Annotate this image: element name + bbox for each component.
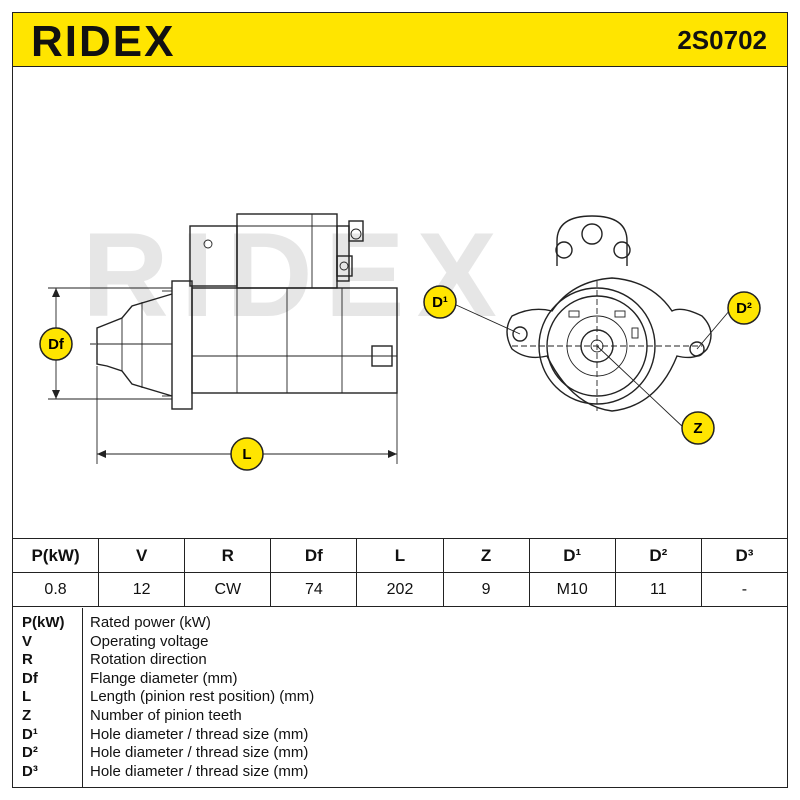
spec-value: 11	[614, 572, 702, 607]
legend-row: R Rotation direction	[12, 651, 788, 670]
df-dimension: Df	[39, 287, 172, 400]
spec-header: Z	[442, 538, 530, 573]
legend: P(kW) Rated power (kW) V Operating volta…	[12, 608, 788, 788]
z-callout: Z	[596, 345, 715, 445]
spec-header-row: P(kW) V R Df L Z D¹ D² D³	[11, 538, 789, 573]
legend-code: D¹	[22, 725, 38, 743]
front-view	[506, 215, 712, 412]
d1-badge	[423, 285, 457, 319]
legend-row: P(kW) Rated power (kW)	[12, 614, 788, 633]
legend-code: L	[22, 688, 32, 706]
legend-desc: Rated power (kW)	[90, 614, 211, 631]
d1-callout: D¹	[423, 285, 521, 335]
z-badge	[681, 411, 715, 445]
legend-row: V Operating voltage	[12, 633, 788, 652]
d2-badge	[727, 291, 761, 325]
legend-desc: Length (pinion rest position) (mm)	[90, 688, 315, 706]
legend-code: P(kW)	[22, 614, 65, 631]
legend-desc: Hole diameter / thread size (mm)	[90, 725, 309, 743]
spec-header: L	[356, 538, 444, 573]
legend-row: D² Hole diameter / thread size (mm)	[12, 744, 788, 763]
d1-label: D¹	[432, 294, 448, 311]
legend-desc: Hole diameter / thread size (mm)	[90, 744, 309, 762]
legend-code: D²	[22, 744, 38, 762]
spec-header: R	[184, 538, 272, 573]
legend-desc: Hole diameter / thread size (mm)	[90, 762, 309, 780]
spec-table: P(kW) V R Df L Z D¹ D² D³ 0.8 12 CW 74 2…	[11, 538, 789, 607]
l-dimension: L	[96, 366, 398, 471]
spec-value: 74	[270, 572, 358, 607]
legend-desc: Operating voltage	[90, 632, 209, 650]
legend-code: D³	[22, 762, 38, 780]
spec-header: P(kW)	[11, 538, 100, 573]
brand-logo: RIDEX	[31, 17, 176, 66]
spec-header: D²	[614, 538, 702, 573]
df-badge	[39, 327, 73, 361]
spec-header: Df	[270, 538, 358, 573]
spec-value: 0.8	[11, 572, 100, 607]
legend-divider	[82, 608, 83, 788]
legend-desc: Flange diameter (mm)	[90, 669, 238, 687]
legend-row: Z Number of pinion teeth	[12, 707, 788, 726]
side-view	[90, 213, 398, 410]
d2-callout: D²	[696, 291, 761, 350]
legend-code: Z	[22, 707, 32, 724]
legend-row: D¹ Hole diameter / thread size (mm)	[12, 726, 788, 745]
legend-row: L Length (pinion rest position) (mm)	[12, 688, 788, 707]
spec-value-row: 0.8 12 CW 74 202 9 M10 11 -	[11, 572, 789, 607]
technical-drawing: RIDEX	[39, 208, 761, 471]
header-bar: RIDEX 2S0702	[12, 12, 788, 67]
spec-value: M10	[528, 572, 616, 607]
d2-label: D²	[736, 300, 752, 317]
spec-value: CW	[184, 572, 272, 607]
l-label: L	[242, 446, 251, 463]
legend-code: Df	[22, 669, 38, 687]
spec-header: D¹	[528, 538, 616, 573]
spec-header: D³	[700, 538, 789, 573]
legend-desc: Number of pinion teeth	[90, 707, 242, 724]
legend-code: R	[22, 651, 33, 669]
legend-row: D³ Hole diameter / thread size (mm)	[12, 763, 788, 782]
legend-row: Df Flange diameter (mm)	[12, 670, 788, 689]
part-number: 2S0702	[677, 25, 767, 55]
legend-desc: Rotation direction	[90, 651, 207, 669]
legend-code: V	[22, 632, 33, 650]
df-label: Df	[48, 336, 65, 353]
watermark: RIDEX	[82, 208, 509, 342]
spec-header: V	[98, 538, 186, 573]
spec-value: 12	[98, 572, 186, 607]
spec-value: -	[700, 572, 789, 607]
z-label: Z	[693, 420, 702, 437]
spec-value: 9	[442, 572, 530, 607]
spec-value: 202	[356, 572, 444, 607]
l-badge	[230, 437, 264, 471]
